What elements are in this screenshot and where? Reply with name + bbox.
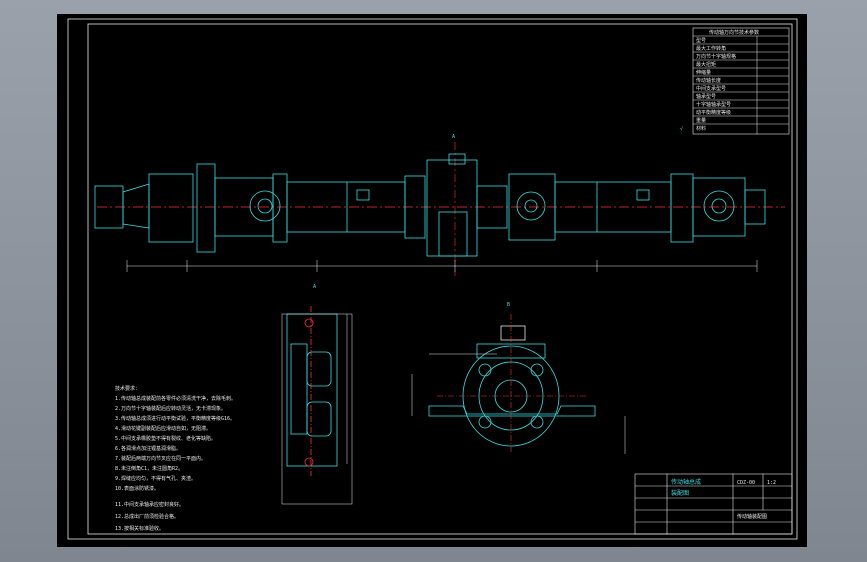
note-11: 11.中间支承轴承应密封良好。: [115, 501, 184, 508]
view-b: [428, 325, 596, 447]
title-scale: 1:2: [767, 480, 776, 486]
view-a-label: A: [313, 284, 316, 290]
characteristic-table: 传动轴万向节技术参数 型号 最大工作转角 万向节十字轴规格 最大扭矩 伸缩量 传…: [680, 27, 790, 135]
char-row-1: 型号: [696, 37, 706, 44]
note-7: 7.装配后两端万向节叉应在同一平面内。: [115, 455, 206, 462]
sheet-border-outer: [67, 18, 798, 540]
title-block: [634, 473, 793, 535]
char-row-8: 轴承型号: [696, 93, 716, 100]
note-1: 1.传动轴总成装配前各零件必须清洗干净，去除毛刺。: [115, 395, 236, 402]
title-code: CDZ-00: [737, 480, 755, 486]
char-row-3: 万向节十字轴规格: [696, 53, 736, 60]
main-dimensions: [126, 260, 758, 272]
title-name-line1: 传动轴总成: [671, 478, 701, 486]
rough-mark: √: [680, 126, 683, 132]
view-b-label: B: [507, 302, 510, 308]
section-a-label: A: [452, 134, 455, 140]
char-row-0: 传动轴万向节技术参数: [709, 29, 759, 36]
view-a: [286, 306, 338, 476]
char-row-7: 中间支承型号: [696, 85, 726, 92]
note-4: 4.滑动花键副装配后应滑动自如，无阻滞。: [115, 425, 211, 432]
cad-drawing[interactable]: 传动轴万向节技术参数 型号 最大工作转角 万向节十字轴规格 最大扭矩 伸缩量 传…: [57, 14, 807, 547]
view-b-dimensions: [411, 353, 626, 454]
cad-viewport[interactable]: 传动轴万向节技术参数 型号 最大工作转角 万向节十字轴规格 最大扭矩 伸缩量 传…: [57, 14, 807, 547]
view-a-dimensions: [281, 313, 353, 505]
note-8: 8.未注倒角C1，未注圆角R2。: [115, 465, 183, 472]
char-row-11: 重量: [696, 117, 706, 124]
note-6: 6.各润滑点加注锂基润滑脂。: [115, 445, 181, 452]
note-5: 5.中间支承橡胶垫不得有裂纹、老化等缺陷。: [115, 435, 216, 442]
char-row-6: 传动轴长度: [696, 77, 721, 84]
note-3: 3.传动轴总成须进行动平衡试验，平衡精度等级G16。: [115, 415, 235, 422]
char-row-2: 最大工作转角: [696, 45, 726, 52]
char-row-4: 最大扭矩: [696, 61, 716, 68]
char-row-5: 伸缩量: [696, 69, 711, 76]
note-12: 12.总成出厂前须检验合格。: [115, 513, 179, 520]
technical-notes: 技术要求： 1.传动轴总成装配前各零件必须清洗干净，去除毛刺。 2.万向节十字轴…: [115, 385, 236, 532]
note-0: 技术要求：: [115, 385, 140, 392]
driveshaft-assembly: [94, 153, 766, 257]
note-2: 2.万向节十字轴装配后应转动灵活，无卡滞现象。: [115, 405, 226, 412]
title-name-line2: 装配图: [671, 489, 689, 497]
note-10: 10.表面涂防锈漆。: [115, 485, 159, 492]
char-row-9: 十字轴轴承型号: [696, 101, 731, 108]
char-row-12: 材料: [696, 125, 706, 132]
title-drawing-no: 传动轴装配图: [737, 513, 767, 520]
sheet-border-inner: [87, 23, 793, 535]
note-13: 13.按相关标准验收。: [115, 525, 164, 532]
note-9: 9.焊缝应均匀，不得有气孔、夹渣。: [115, 475, 196, 482]
char-row-10: 动平衡精度等级: [696, 109, 731, 116]
